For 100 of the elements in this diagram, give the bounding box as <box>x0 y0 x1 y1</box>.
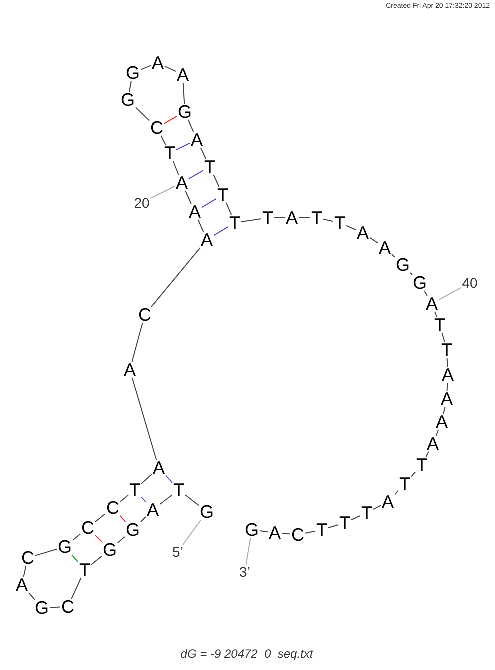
position-number: 40 <box>462 277 478 289</box>
nucleotide-letter: G <box>413 276 427 290</box>
backbone-line <box>182 82 186 104</box>
backbone-line <box>140 516 146 522</box>
backbone-line <box>446 358 448 368</box>
base-pair-line <box>166 475 173 484</box>
nucleotide-letter: T <box>362 506 372 520</box>
base-pair-line <box>176 142 190 150</box>
backbone-line <box>72 534 81 541</box>
nucleotide-letter: T <box>204 160 216 174</box>
nucleotide-letter: G <box>126 66 140 80</box>
backbone-line <box>151 248 201 308</box>
backbone-line <box>140 65 152 70</box>
nucleotide-letter: T <box>442 343 452 357</box>
backbone-line <box>23 566 27 578</box>
backbone-line <box>323 218 334 222</box>
nucleotide-letter: C <box>150 121 164 135</box>
backbone-line <box>198 220 204 232</box>
nucleotide-letter: G <box>35 601 49 615</box>
backbone-line <box>160 136 166 146</box>
nucleotide-letter: T <box>164 146 176 160</box>
nucleotide-letter: T <box>334 216 346 230</box>
nucleotide-letter: A <box>153 461 165 475</box>
backbone-line <box>185 494 200 506</box>
nucleotide-letter: A <box>201 233 213 247</box>
nucleotide-letter: A <box>191 133 203 147</box>
nucleotide-letter: T <box>230 216 240 230</box>
backbone-line <box>164 66 176 72</box>
backbone-line <box>132 378 158 460</box>
backbone-line <box>410 272 413 276</box>
backbone-line <box>132 322 144 362</box>
nucleotide-letter: T <box>130 483 140 497</box>
backbone-line <box>241 218 262 222</box>
backbone-line <box>351 516 361 520</box>
backbone-line <box>160 494 173 506</box>
nucleotide-letter: A <box>286 211 298 225</box>
nucleotide-letter: T <box>434 318 446 332</box>
nucleotide-letter: T <box>312 211 322 225</box>
backbone-line <box>424 290 428 296</box>
nucleotide-letter: C <box>106 501 120 515</box>
backbone-line <box>282 533 291 535</box>
leader-line <box>182 520 202 546</box>
base-pair-line <box>141 496 146 503</box>
backbone-line <box>129 80 132 92</box>
backbone-line <box>392 254 396 258</box>
nucleotide-letter: G <box>396 258 410 272</box>
nucleotide-letter: G <box>178 105 192 119</box>
strand-end-label: 5’ <box>172 546 184 558</box>
backbone-line <box>35 548 58 556</box>
backbone-line <box>328 524 339 528</box>
backbone-line <box>411 472 416 478</box>
backbone-line <box>426 452 430 458</box>
nucleotide-letter: A <box>441 392 453 406</box>
backbone-line <box>260 530 268 533</box>
nucleotide-letter: T <box>400 477 410 491</box>
backbone-line <box>136 107 150 122</box>
nucleotide-letter: T <box>316 523 328 537</box>
backbone-line <box>91 556 102 566</box>
backbone-line <box>394 490 399 496</box>
nucleotide-letter: G <box>121 93 135 107</box>
backbone-line <box>28 592 36 600</box>
nucleotide-letter: G <box>126 523 140 537</box>
nucleotide-letter: T <box>80 563 90 577</box>
base-pair-line <box>202 198 217 208</box>
nucleotide-letter: A <box>426 297 438 311</box>
nucleotide-letter: A <box>177 68 189 82</box>
nucleotide-letter: A <box>152 56 164 70</box>
backbone-line <box>373 505 382 510</box>
base-pair-line <box>95 535 102 542</box>
leader-line <box>150 186 176 200</box>
backbone-line <box>446 382 448 392</box>
nucleotide-letter: A <box>436 415 448 429</box>
backbone-line <box>118 536 126 544</box>
nucleotide-letter: C <box>82 521 94 535</box>
nucleotide-letter: G <box>200 505 214 519</box>
backbone-line <box>442 332 446 342</box>
base-pair-line <box>120 516 126 522</box>
backbone-line <box>226 202 232 216</box>
nucleotide-letter: A <box>147 503 159 517</box>
base-pair-line <box>164 116 178 124</box>
nucleotide-letter: T <box>262 211 274 225</box>
nucleotide-letter: A <box>189 205 201 219</box>
nucleotide-letter: A <box>269 526 281 540</box>
caption-text: dG = -9 20472_0_seq.txt <box>180 648 314 660</box>
backbone-line <box>434 312 438 318</box>
backbone-line <box>141 474 152 484</box>
nucleotide-letter: C <box>292 528 304 542</box>
strand-end-label: 3’ <box>240 566 250 578</box>
nucleotide-letter: T <box>340 516 350 530</box>
nucleotide-letter: A <box>442 368 454 382</box>
backbone-line <box>95 514 106 522</box>
nucleotide-letter: C <box>22 551 34 565</box>
nucleotide-letter: G <box>103 543 117 557</box>
backbone-line <box>436 430 440 436</box>
nucleotide-letter: A <box>16 578 28 592</box>
nucleotide-letter: T <box>174 483 184 497</box>
base-pair-line <box>188 170 204 180</box>
backbone-line <box>172 160 180 176</box>
nucleotide-letter: A <box>382 495 394 509</box>
backbone-line <box>213 174 220 188</box>
